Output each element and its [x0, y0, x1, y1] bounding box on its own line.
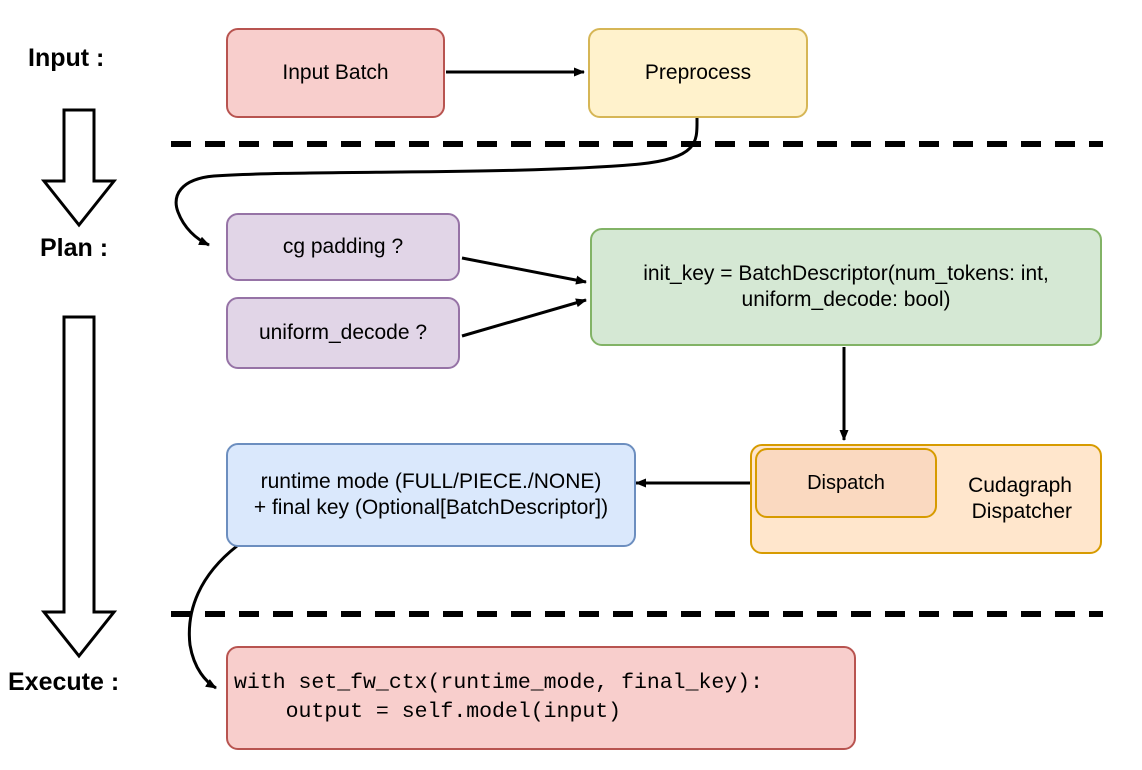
node-execute-code-line-2: output = self.model(input)	[234, 700, 622, 724]
stage-label-input: Input :	[28, 44, 105, 72]
input-to-plan-block-arrow	[40, 108, 118, 228]
plan-to-execute-block-arrow	[40, 315, 118, 659]
node-dispatch[interactable]: Dispatch	[755, 448, 937, 518]
node-cg-padding-label: cg padding ?	[282, 234, 404, 258]
node-dispatch-label: Dispatch	[807, 471, 885, 494]
node-uniform-decode[interactable]: uniform_decode ?	[226, 297, 460, 369]
node-preprocess-label: Preprocess	[644, 60, 752, 84]
node-runtime-mode-line-2: + final key (Optional[BatchDescriptor])	[253, 496, 609, 519]
node-uniform-decode-label: uniform_decode ?	[258, 320, 428, 344]
arrow-uniform-decode-to-init-key	[461, 298, 587, 338]
node-input-batch-label: Input Batch	[282, 60, 389, 84]
node-cg-padding[interactable]: cg padding ?	[226, 213, 460, 281]
arrow-cg-padding-to-init-key	[461, 256, 587, 285]
node-cudagraph-dispatcher-line-2: Dispatcher	[971, 500, 1072, 523]
node-input-batch[interactable]: Input Batch	[226, 28, 445, 118]
node-init-key-line-1: init_key = BatchDescriptor(num_tokens: i…	[643, 261, 1049, 285]
node-cudagraph-dispatcher-line-1: Cudagraph	[968, 473, 1072, 497]
node-execute-code-line-1: with set_fw_ctx(runtime_mode, final_key)…	[234, 670, 763, 695]
node-execute-code[interactable]: with set_fw_ctx(runtime_mode, final_key)…	[226, 646, 856, 750]
stage-label-execute: Execute :	[8, 668, 120, 696]
node-runtime-mode[interactable]: runtime mode (FULL/PIECE./NONE) + final …	[226, 443, 636, 547]
node-init-key[interactable]: init_key = BatchDescriptor(num_tokens: i…	[590, 228, 1102, 346]
node-preprocess[interactable]: Preprocess	[588, 28, 808, 118]
stage-label-plan: Plan :	[40, 234, 109, 262]
node-init-key-line-2: uniform_decode: bool)	[741, 288, 951, 311]
node-runtime-mode-line-1: runtime mode (FULL/PIECE./NONE)	[260, 469, 602, 493]
